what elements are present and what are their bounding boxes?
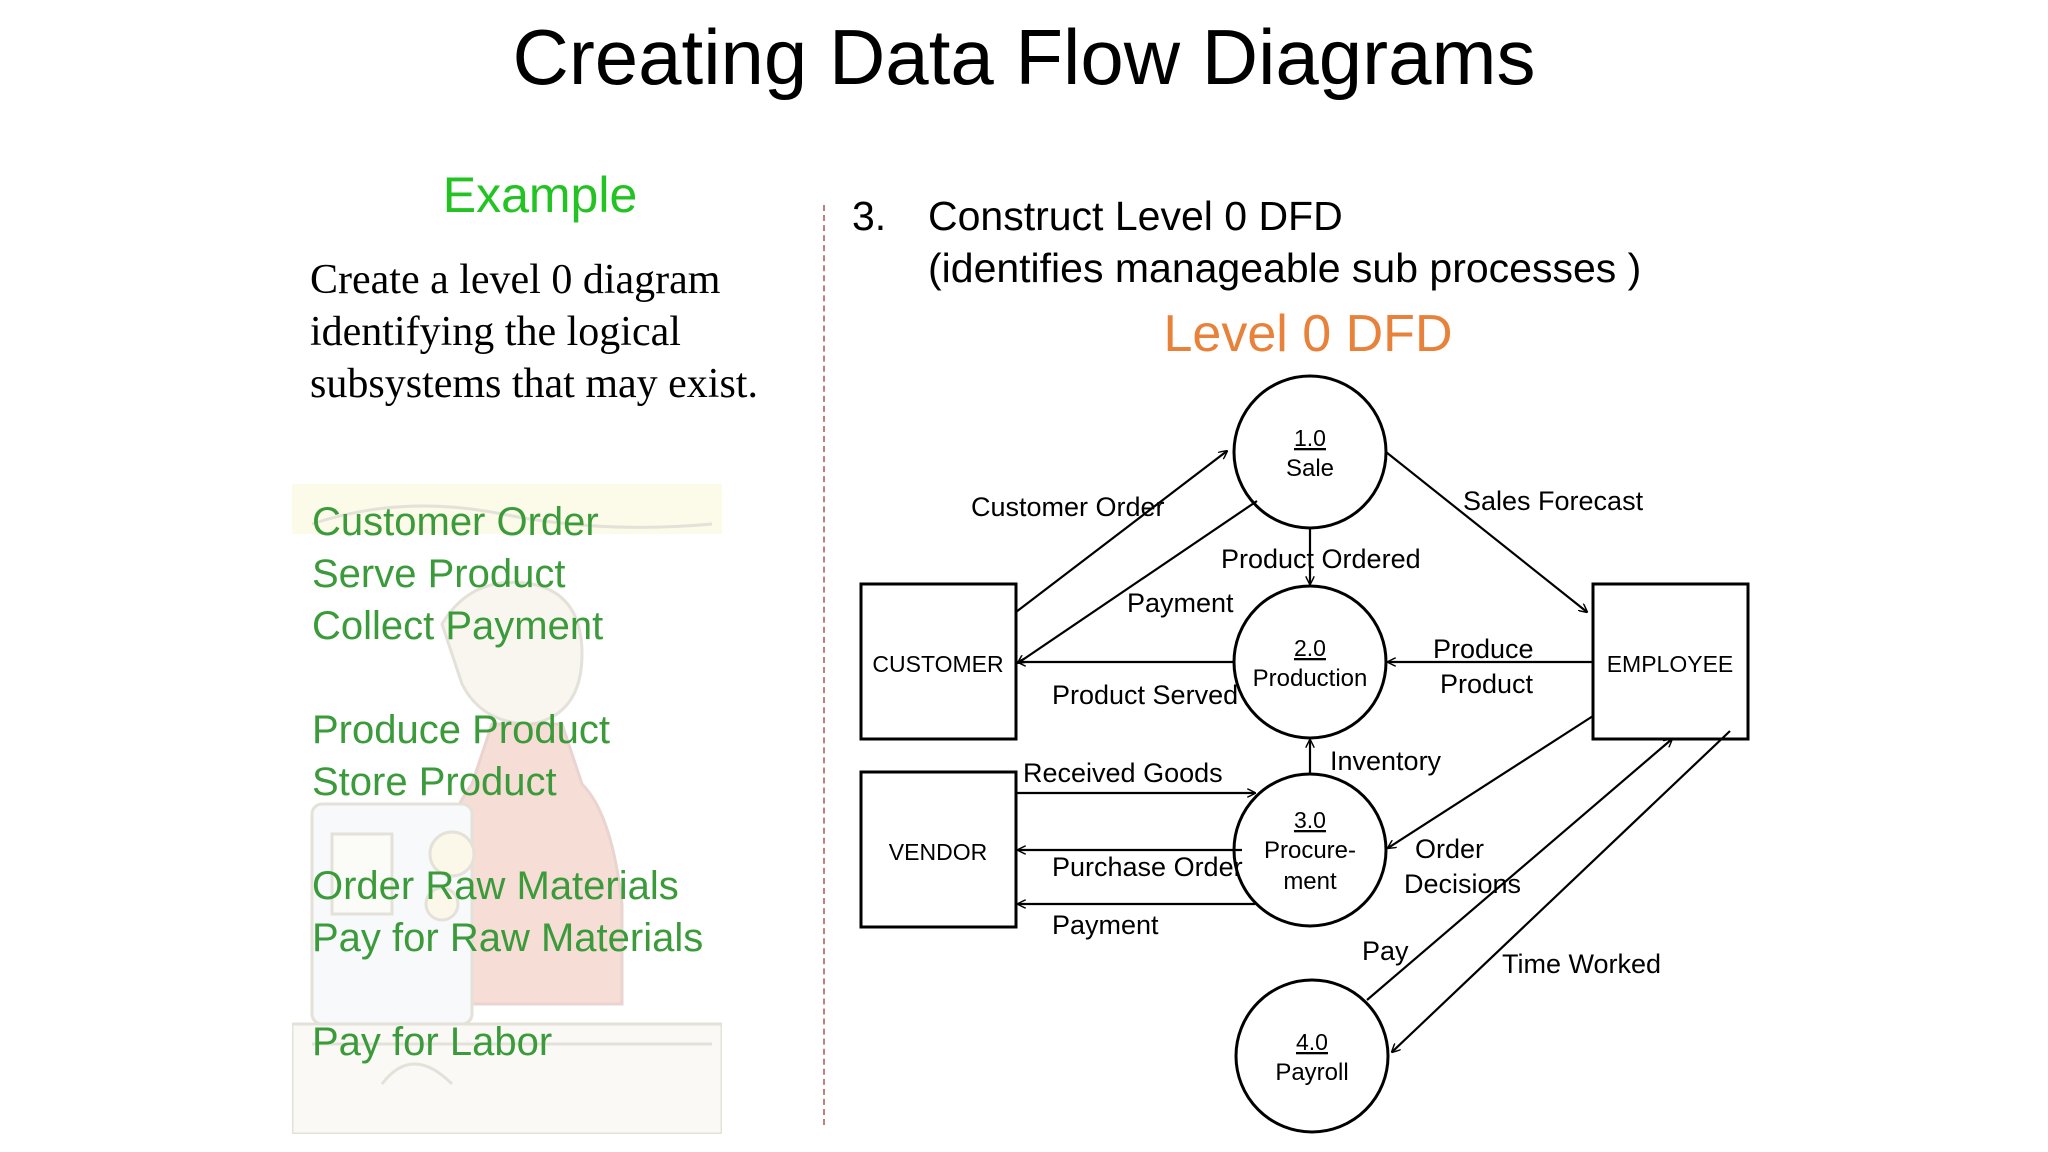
task-item: Order Raw Materials [312, 864, 679, 908]
instruction-line: subsystems that may exist. [310, 361, 758, 407]
process-name: Payroll [1275, 1059, 1348, 1086]
flow-label-received-goods: Received Goods [1023, 758, 1223, 788]
step-text-line: (identifies manageable sub processes ) [928, 245, 1642, 291]
flow-label-product: Product [1440, 669, 1534, 699]
task-item: Pay for Raw Materials [312, 916, 704, 960]
task-item: Customer Order [312, 500, 599, 544]
entity-label: EMPLOYEE [1607, 651, 1734, 677]
flow-order-decisions-arrow [1388, 715, 1594, 848]
entity-customer: CUSTOMER [859, 582, 1018, 741]
instruction-line: Create a level 0 diagram [310, 257, 721, 303]
flow-label-decisions: Decisions [1404, 869, 1521, 899]
flow-sales-forecast-arrow [1385, 451, 1587, 612]
process-payroll: 4.0 Payroll [1234, 978, 1390, 1134]
entity-label: VENDOR [889, 839, 987, 865]
process-name: Production [1253, 665, 1368, 692]
flow-payment-customer-arrow [1018, 500, 1258, 663]
flow-label-produce: Produce [1433, 634, 1534, 664]
flow-label-inventory: Inventory [1330, 746, 1442, 776]
process-id: 2.0 [1294, 635, 1326, 661]
flow-label-product-served: Product Served [1052, 680, 1238, 710]
slide-title: Creating Data Flow Diagrams [512, 13, 1536, 101]
process-name: Sale [1286, 455, 1334, 482]
task-item: Pay for Labor [312, 1020, 553, 1064]
flow-label-payment-vendor: Payment [1052, 910, 1159, 940]
process-id: 4.0 [1296, 1029, 1328, 1055]
diagram-title: Level 0 DFD [1163, 305, 1453, 363]
process-sale: 1.0 Sale [1232, 374, 1388, 530]
entity-employee: EMPLOYEE [1591, 582, 1750, 741]
entity-vendor: VENDOR [859, 770, 1018, 929]
entity-label: CUSTOMER [872, 651, 1003, 677]
flow-label-customer-order: Customer Order [971, 492, 1165, 522]
column-divider [823, 205, 825, 1125]
flow-label-payment-customer: Payment [1127, 588, 1234, 618]
task-item: Serve Product [312, 552, 566, 596]
task-item: Produce Product [312, 708, 610, 752]
flow-label-order: Order [1415, 834, 1484, 864]
flow-label-time-worked: Time Worked [1502, 949, 1661, 979]
flow-customer-order-arrow [1015, 451, 1227, 613]
step-number: 3. [852, 193, 887, 239]
instruction-line: identifying the logical [310, 309, 681, 355]
process-id: 1.0 [1294, 425, 1326, 451]
example-heading: Example [442, 167, 638, 223]
flow-label-purchase-order: Purchase Order [1052, 852, 1243, 882]
process-name: ment [1283, 868, 1337, 895]
flow-time-worked-arrow [1392, 730, 1731, 1052]
process-procurement: 3.0 Procure- ment [1232, 772, 1388, 928]
flow-pay-arrow [1366, 739, 1672, 1001]
process-name: Procure- [1264, 837, 1356, 864]
clipart-worker-image [292, 484, 722, 1134]
process-production: 2.0 Production [1232, 584, 1388, 740]
flow-label-sales-forecast: Sales Forecast [1463, 486, 1644, 516]
flow-label-product-ordered: Product Ordered [1221, 544, 1421, 574]
step-text-line: Construct Level 0 DFD [928, 193, 1343, 239]
example-instruction: Create a level 0 diagram identifying the… [310, 254, 810, 410]
process-id: 3.0 [1294, 807, 1326, 833]
task-item: Store Product [312, 760, 557, 804]
flow-label-pay: Pay [1362, 936, 1409, 966]
task-item: Collect Payment [312, 604, 604, 648]
